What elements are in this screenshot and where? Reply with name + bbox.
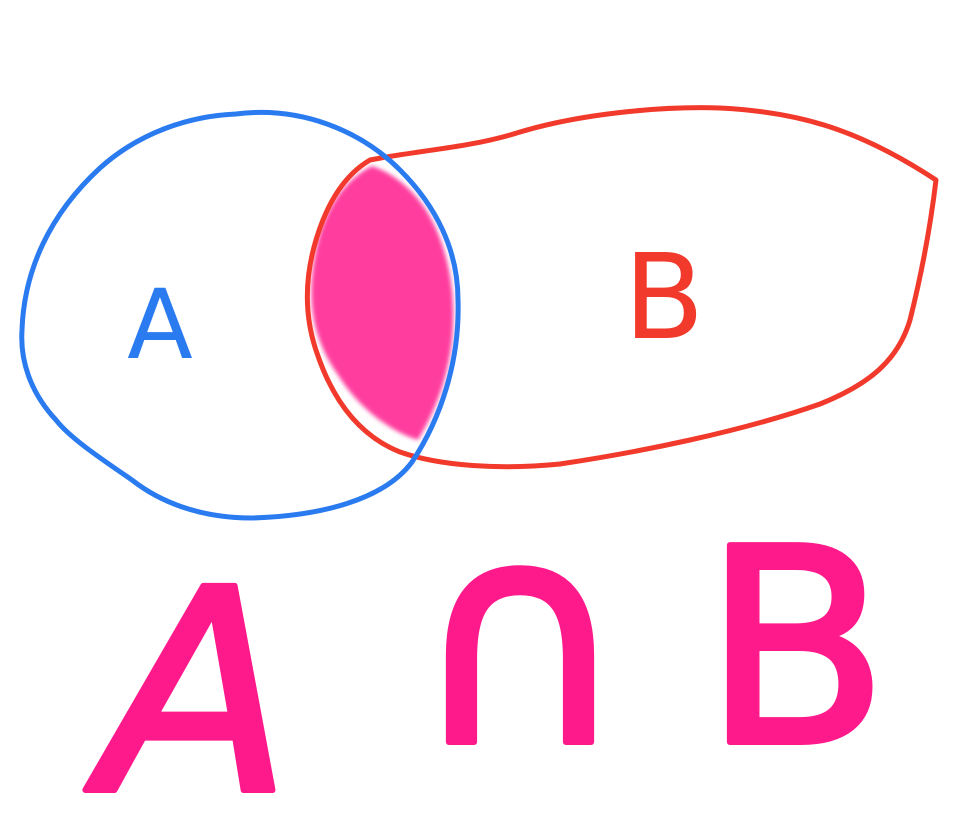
caption-right-operand: B [703, 491, 888, 806]
set-b-outline [304, 105, 939, 470]
set-b-label: B [624, 228, 705, 366]
caption-intersection-symbol: ∩ [410, 464, 630, 813]
set-a-label: A [127, 269, 193, 381]
set-a-outline [19, 109, 461, 521]
intersection-region [311, 166, 454, 440]
caption-left-operand: A [83, 531, 292, 832]
